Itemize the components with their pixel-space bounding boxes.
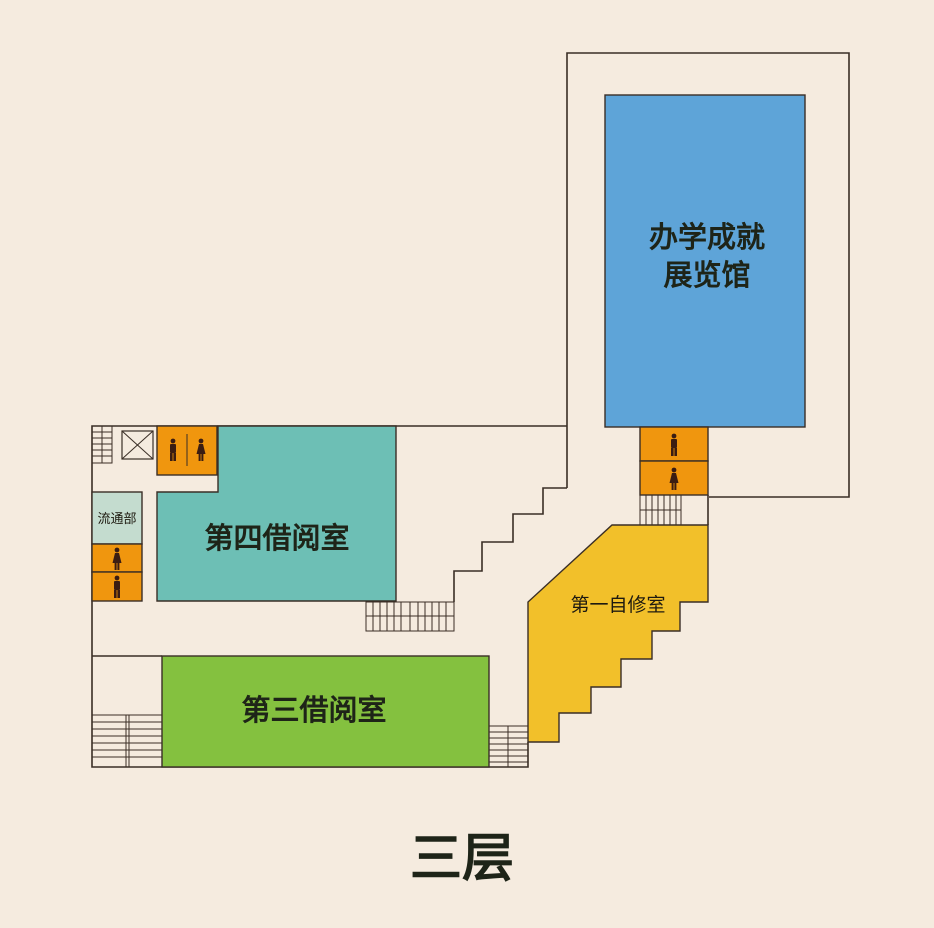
right-wing-outline (566, 52, 850, 498)
reading-room-4-label: 第四借阅室 (204, 521, 349, 555)
exhibition-hall-label-2: 展览馆 (663, 258, 750, 292)
study-room-1-label: 第一自修室 (570, 594, 665, 616)
stairs-icon (91, 425, 113, 464)
circulation-desk[interactable] (91, 491, 143, 545)
floor-title: 三层 (410, 828, 514, 889)
reading-room-4[interactable] (156, 425, 397, 602)
stairs-icon (365, 601, 455, 632)
stairs-icon (91, 714, 163, 768)
circulation-desk-label: 流通部 (97, 512, 136, 527)
reading-room-3[interactable] (161, 655, 490, 768)
stairs-icon (488, 725, 529, 768)
reading-room-3-label: 第三借阅室 (241, 693, 386, 727)
exhibition-hall-label-1: 办学成就 (649, 220, 765, 254)
elevator-icon (121, 430, 154, 460)
stairs-icon (639, 494, 682, 526)
study-room-1[interactable] (527, 524, 709, 743)
